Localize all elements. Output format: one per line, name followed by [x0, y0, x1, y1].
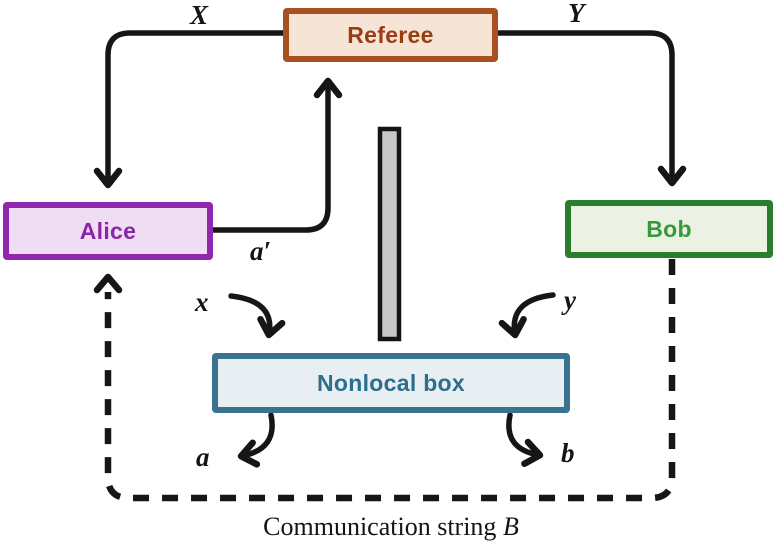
a-output-arrow — [237, 412, 275, 468]
b-output-arrow — [506, 412, 544, 467]
label-a-prime: a′ — [250, 236, 272, 266]
communication-string-caption: Communication string B — [0, 512, 782, 542]
nonlocal-box: Nonlocal box — [212, 353, 570, 413]
label-x: x — [195, 287, 209, 317]
bob-label: Bob — [646, 215, 692, 242]
bob-box: Bob — [565, 200, 773, 258]
label-Y: Y — [568, 0, 585, 28]
alice-label: Alice — [79, 217, 137, 244]
label-X: X — [190, 0, 209, 30]
caption-variable: B — [502, 512, 519, 541]
referee-to-bob-arrow — [495, 30, 687, 187]
alice-to-referee-arrow — [210, 77, 343, 233]
caption-text: Communication string — [263, 512, 497, 541]
alice-box: Alice — [3, 202, 213, 260]
label-b: b — [561, 438, 575, 468]
y-input-arrow — [498, 292, 556, 339]
barrier-wall — [377, 126, 402, 342]
referee-box: Referee — [283, 8, 498, 62]
communication-string-arrowhead — [93, 273, 123, 294]
label-y: y — [564, 285, 576, 315]
x-input-arrow — [228, 293, 286, 339]
label-a: a — [196, 442, 210, 472]
referee-to-alice-arrow — [93, 30, 286, 189]
nonlocal-box-label: Nonlocal box — [316, 369, 465, 396]
referee-label: Referee — [347, 21, 434, 48]
